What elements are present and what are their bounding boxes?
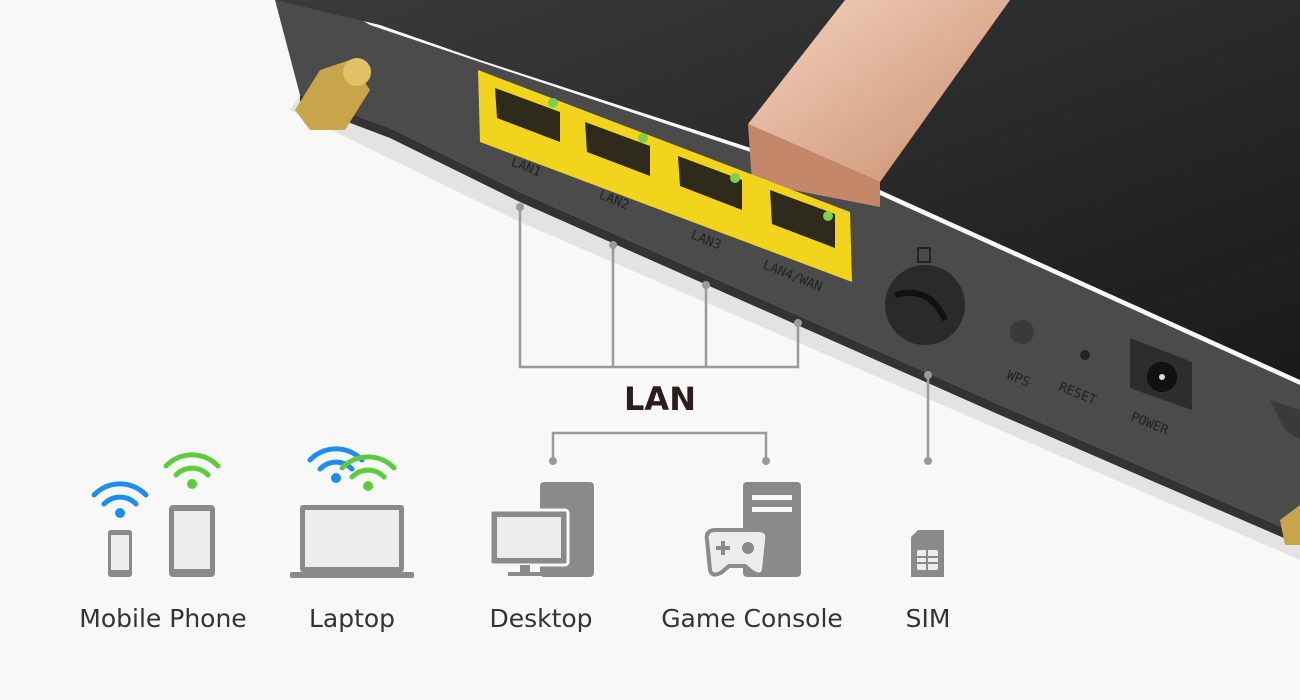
router-top-surface [275,0,1300,380]
desktop-icon [488,482,594,577]
antenna-connector-icon [295,58,1300,545]
game-console-icon [704,482,801,577]
reset-button[interactable] [1080,350,1090,360]
lan-connector-lines [518,207,930,461]
device-label-game-console: Game Console [661,604,843,633]
lan-heading: LAN [624,380,696,418]
device-label-desktop: Desktop [489,604,593,633]
device-label-mobile-phone: Mobile Phone [79,604,247,633]
device-label-sim: SIM [905,604,951,633]
phone-tablet-wifi-icon [91,452,221,577]
sim-card-icon [911,530,944,577]
copper-stripe [748,0,1010,182]
sim-slot[interactable] [885,265,965,345]
laptop-wifi-icon [290,446,414,578]
router: LAN1 LAN2 LAN3 LAN4/WAN WPS RESET POWER [275,0,1300,560]
connector-dots [516,203,932,465]
wps-button[interactable] [1010,320,1034,344]
lan-ports[interactable] [478,70,852,282]
device-label-laptop: Laptop [308,604,396,633]
